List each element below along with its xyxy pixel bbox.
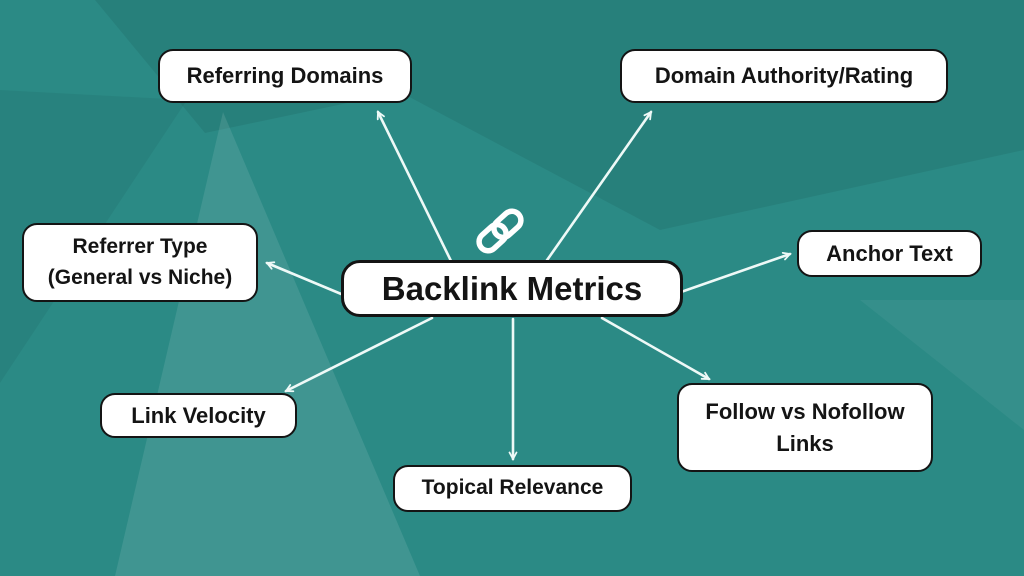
chain-link-right-loop <box>491 208 524 241</box>
arrow-to-referring-domains <box>376 110 454 265</box>
node-referring-domains: Referring Domains <box>158 49 412 103</box>
background-light-stripe <box>115 112 420 576</box>
arrow-to-anchor-text <box>679 251 792 294</box>
center-node-backlink-metrics: Backlink Metrics <box>341 260 683 317</box>
node-anchor-text: Anchor Text <box>797 230 982 277</box>
background-light-wedge-right <box>860 300 1024 430</box>
node-follow-vs-nofollow-links: Follow vs Nofollow Links <box>677 383 933 472</box>
arrow-to-domain-authority <box>543 110 653 265</box>
node-topical-relevance: Topical Relevance <box>393 465 632 512</box>
arrow-to-follow-nofollow <box>600 316 711 381</box>
chain-link-left-loop <box>476 221 509 254</box>
node-link-velocity: Link Velocity <box>100 393 297 438</box>
node-referrer-type: Referrer Type (General vs Niche) <box>22 223 258 302</box>
chain-link-icon <box>476 208 524 254</box>
node-domain-authority-rating: Domain Authority/Rating <box>620 49 948 103</box>
arrow-to-referrer-type <box>265 261 348 298</box>
arrow-to-link-velocity <box>284 316 434 393</box>
